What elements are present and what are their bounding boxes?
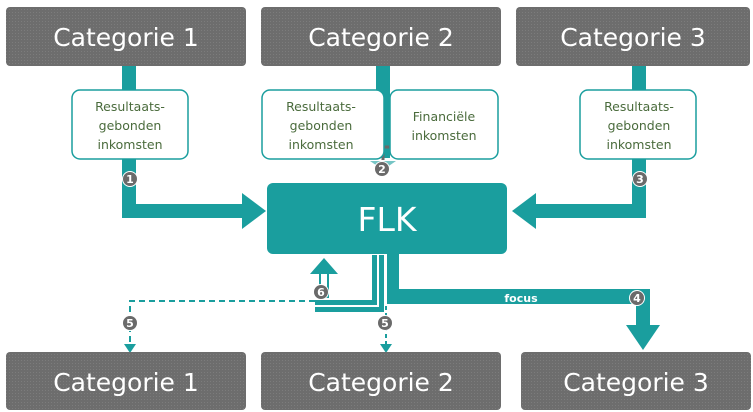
svg-text:5: 5 [381, 317, 389, 330]
svg-text:3: 3 [636, 173, 644, 186]
svg-text:2: 2 [378, 163, 386, 176]
bottom-category-3-label: Categorie 3 [563, 368, 709, 397]
badge-1: 1 [122, 171, 138, 187]
income-box-cat2-result-line-2: gebonden [290, 118, 353, 133]
income-box-cat2-result: Resultaats- gebonden inkomsten [261, 89, 385, 160]
badge-6: 6 [313, 284, 329, 300]
income-box-cat2-result-line-1: Resultaats- [286, 99, 356, 114]
bottom-category-1-label: Categorie 1 [53, 368, 199, 397]
income-box-cat2-financial-line-2: inkomsten [411, 128, 476, 143]
svg-text:4: 4 [633, 292, 641, 305]
svg-text:5: 5 [126, 317, 134, 330]
focus-label: focus [504, 292, 538, 305]
top-category-2-label: Categorie 2 [308, 23, 454, 52]
income-box-cat2-financial-line-1: Financiële [413, 109, 476, 124]
badge-5-left: 5 [122, 315, 138, 331]
income-box-cat2-financial: Financiële inkomsten [389, 89, 499, 160]
top-category-3-label: Categorie 3 [560, 23, 706, 52]
income-box-cat3-line-1: Resultaats- [604, 99, 674, 114]
income-box-cat3-line-3: inkomsten [606, 137, 671, 152]
svg-text:1: 1 [126, 173, 134, 186]
top-category-1-label: Categorie 1 [53, 23, 199, 52]
bottom-category-2-label: Categorie 2 [308, 368, 454, 397]
income-box-cat1-line-2: gebonden [99, 118, 162, 133]
badge-5-middle: 5 [377, 315, 393, 331]
badge-4: 4 [629, 290, 645, 306]
income-box-cat1: Resultaats- gebonden inkomsten [71, 89, 189, 160]
svg-text:6: 6 [317, 286, 325, 299]
income-box-cat2-result-line-3: inkomsten [288, 137, 353, 152]
bottom-category-1: Categorie 1 [6, 352, 246, 410]
badge-3: 3 [632, 171, 648, 187]
income-box-cat1-line-3: inkomsten [97, 137, 162, 152]
bottom-category-2: Categorie 2 [261, 352, 501, 410]
top-category-1: Categorie 1 [6, 7, 246, 66]
income-box-cat1-line-1: Resultaats- [95, 99, 165, 114]
top-category-3: Categorie 3 [516, 7, 750, 66]
income-box-cat3: Resultaats- gebonden inkomsten [579, 89, 697, 160]
flk-label: FLK [357, 200, 417, 239]
bottom-category-3: Categorie 3 [521, 352, 751, 410]
flk-box: FLK [267, 183, 507, 254]
badge-2: 2 [374, 161, 390, 177]
top-category-2: Categorie 2 [261, 7, 501, 66]
income-box-cat3-line-2: gebonden [608, 118, 671, 133]
flow-1-arrow [122, 66, 266, 229]
flow-4-focus-arrow: focus [387, 254, 660, 350]
